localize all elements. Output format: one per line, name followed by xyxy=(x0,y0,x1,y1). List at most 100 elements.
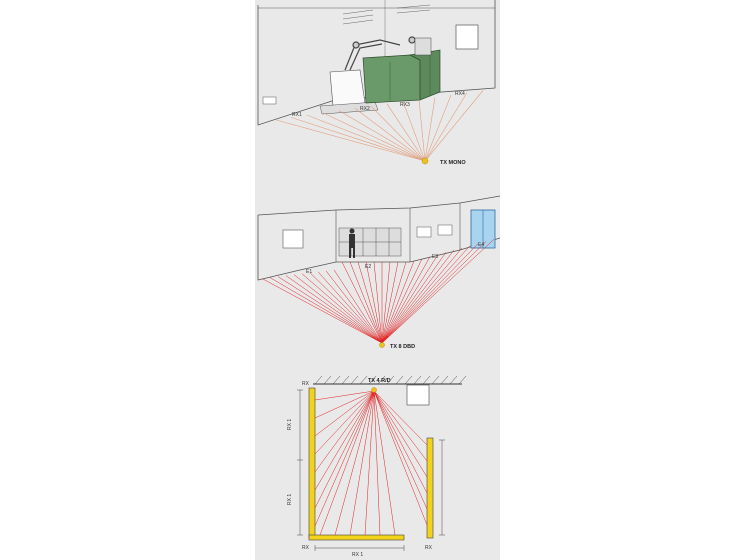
wall-sign xyxy=(262,96,277,105)
beam-ray xyxy=(364,390,375,536)
beam-ray xyxy=(381,261,407,344)
beam-ray xyxy=(373,390,428,478)
beam-ray xyxy=(301,273,383,344)
ceiling-box xyxy=(406,384,430,406)
right-window-1 xyxy=(416,226,432,238)
beam-ray xyxy=(418,99,426,162)
beam-ray xyxy=(285,275,383,344)
beam-ray xyxy=(277,276,383,344)
transmitter-2-label: TX 8 DBD xyxy=(390,344,415,350)
beam-ray xyxy=(333,269,383,344)
beam-ray xyxy=(293,274,383,344)
beam-ray xyxy=(373,390,428,494)
beam-ray xyxy=(314,390,375,455)
receiver-label-rx2: RX2 xyxy=(360,106,370,112)
hatch-stroke xyxy=(386,375,395,385)
dimension-label-bottom: RX 1 xyxy=(352,552,363,558)
wall-window xyxy=(455,24,479,50)
beam-ray xyxy=(274,119,426,162)
receiver-label-e2: E2 xyxy=(365,264,371,270)
hatch-stroke xyxy=(377,375,386,385)
beam-ray xyxy=(314,390,375,527)
receiver-label-top-left: RX xyxy=(302,381,310,387)
beam-ray xyxy=(424,97,436,162)
beam-ray xyxy=(373,390,428,526)
beam-ray xyxy=(314,390,375,419)
beam-ray xyxy=(424,90,484,162)
beam-ray xyxy=(314,390,375,491)
beam-ray xyxy=(373,261,383,344)
receiver-label-rx1: RX1 xyxy=(292,112,302,118)
beam-ray xyxy=(373,390,396,536)
beam-ray xyxy=(381,239,495,344)
beam-ray xyxy=(381,247,463,344)
beam-ray xyxy=(381,245,471,344)
hatch-stroke xyxy=(332,375,341,385)
beam-ray xyxy=(317,271,383,344)
panel-1-industrial-room: RX1 RX2 RX3 RX4 TX MONO xyxy=(257,0,496,166)
hatch-stroke xyxy=(341,375,350,385)
hatch-stroke xyxy=(404,375,413,385)
transmitter-1 xyxy=(421,157,429,165)
hatch-stroke xyxy=(422,375,431,385)
wall-vent xyxy=(342,4,431,25)
beam-ray xyxy=(381,249,455,344)
receiver-label-rx3: RX3 xyxy=(400,102,410,108)
receiver-label-bottom-right: RX xyxy=(425,545,433,551)
hatch-stroke xyxy=(458,375,467,385)
panel-3-beam-rays xyxy=(314,390,428,536)
right-window-2 xyxy=(437,224,453,236)
hatch-stroke xyxy=(323,375,332,385)
beam-ray xyxy=(386,103,426,162)
hatch-stroke xyxy=(350,375,359,385)
hatch-stroke xyxy=(395,375,404,385)
beam-ray xyxy=(349,390,375,536)
locker-grid xyxy=(338,227,402,257)
receiver-label-e4: E4 xyxy=(478,242,484,248)
transmitter-1-label: TX MONO xyxy=(440,160,466,166)
beam-ray xyxy=(381,254,439,344)
beam-ray xyxy=(370,105,426,162)
beam-ray xyxy=(314,390,375,509)
right-reflector xyxy=(426,437,434,539)
beam-ray xyxy=(290,117,426,162)
beam-ray xyxy=(381,260,415,344)
beam-ray xyxy=(334,390,375,536)
hatch-stroke xyxy=(368,375,377,385)
left-window xyxy=(282,229,304,249)
dimension-label-left-lower: RX 1 xyxy=(287,494,293,505)
beam-ray xyxy=(381,261,399,344)
hatch-stroke xyxy=(440,375,449,385)
beam-ray xyxy=(314,390,375,437)
receiver-label-e3: E3 xyxy=(432,254,438,260)
beam-ray xyxy=(365,261,383,344)
beam-ray xyxy=(306,114,426,162)
beam-ray xyxy=(261,278,383,344)
beam-ray xyxy=(424,94,452,162)
dimension-label-left-upper: RX 1 xyxy=(287,419,293,430)
beam-ray xyxy=(349,261,383,344)
beam-ray xyxy=(314,390,375,473)
beam-ray xyxy=(322,112,426,162)
dimension-lines xyxy=(297,389,445,551)
transmitter-3-label: TX 4 R/D xyxy=(368,378,391,384)
beam-ray xyxy=(373,390,428,510)
receiver-label-rx4: RX4 xyxy=(455,91,465,97)
beam-ray xyxy=(319,390,375,536)
beam-ray xyxy=(314,390,375,401)
beam-ray xyxy=(373,390,381,536)
person-figure xyxy=(349,228,355,258)
hatch-stroke xyxy=(359,375,368,385)
beam-ray xyxy=(381,261,391,344)
beam-ray xyxy=(381,256,431,344)
receiver-label-e1: E1 xyxy=(306,269,312,275)
beam-ray xyxy=(402,101,426,162)
hatch-stroke xyxy=(314,375,323,385)
transmitter-2 xyxy=(379,342,385,348)
bottom-reflector xyxy=(308,534,405,541)
beam-ray xyxy=(269,277,383,344)
beam-ray xyxy=(325,270,383,344)
panel-1-beam-rays xyxy=(274,90,484,162)
beam-ray xyxy=(357,261,383,344)
panel-3-floor-plan: RX 1 RX 1 RX 1 RX RX RX TX 4 R/D xyxy=(287,375,467,558)
